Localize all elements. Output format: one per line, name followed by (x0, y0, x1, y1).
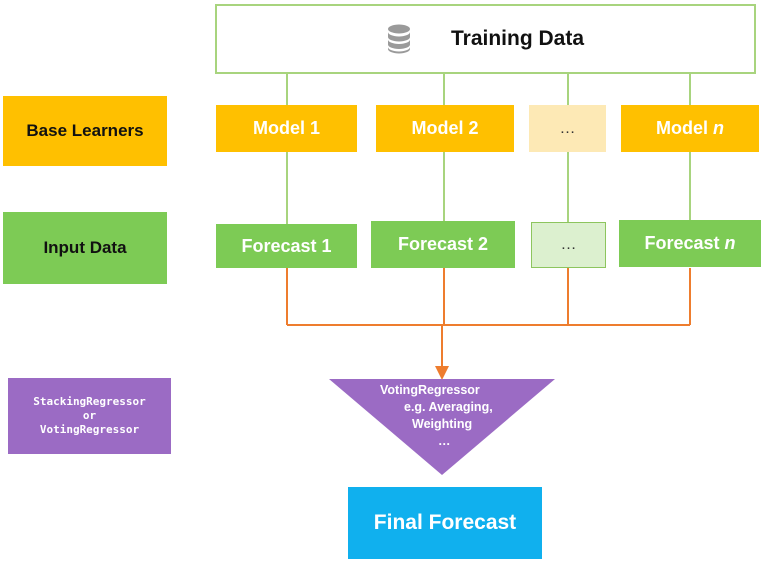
forecast-n-box: Forecast n (619, 220, 761, 267)
final-forecast-label: Final Forecast (373, 511, 517, 534)
base-learners-label: Base Learners (26, 121, 144, 140)
forecast-2-box: Forecast 2 (371, 221, 515, 268)
model-2-name: Model (411, 118, 464, 138)
input-data-label: Input Data (43, 238, 127, 257)
meta-label-line-1: StackingRegressor (33, 395, 146, 408)
model-n-box: Model n (621, 105, 759, 152)
model-1-box: Model 1 (216, 105, 357, 152)
model-1-name: Model (252, 118, 305, 138)
model-ellipsis-box: … (529, 105, 606, 152)
voting-text: VotingRegressor e.g. Averaging, Weightin… (372, 382, 522, 450)
training-data-label: Training Data (450, 27, 585, 50)
model-ellipsis-label: … (559, 119, 576, 137)
meta-label-line-3: VotingRegressor (39, 423, 140, 436)
voting-line-3: Weighting (412, 417, 473, 431)
forecast-1-name: Forecast (241, 235, 317, 256)
merge-arrowhead (435, 366, 449, 380)
voting-triangle (329, 379, 555, 475)
forecast-2-index: 2 (478, 234, 489, 254)
input-data-label-box: Input Data (3, 212, 167, 284)
voting-line-1: VotingRegressor (380, 383, 480, 397)
model-1-index: 1 (310, 118, 321, 138)
forecast-ellipsis-label: … (560, 236, 577, 253)
model-2-index: 2 (468, 118, 479, 138)
voting-line-2: e.g. Averaging, (404, 400, 493, 414)
meta-label-line-2: or (82, 409, 97, 422)
model-2-box: Model 2 (376, 105, 514, 152)
database-icon (387, 24, 410, 54)
model-n-name: Model (655, 118, 708, 138)
forecast-2-name: Forecast (397, 234, 473, 254)
model-n-index: n (713, 118, 724, 138)
forecast-n-index: n (724, 233, 736, 253)
voting-line-4: … (438, 434, 451, 448)
forecast-1-index: 1 (321, 235, 332, 256)
base-learners-label-box: Base Learners (3, 96, 167, 166)
meta-learner-label-box: StackingRegressor or VotingRegressor (8, 378, 171, 454)
final-forecast-box: Final Forecast (348, 487, 542, 559)
forecast-ellipsis-box: … (531, 222, 606, 268)
forecast-n-name: Forecast (644, 233, 720, 253)
training-data-box: Training Data (215, 4, 756, 74)
forecast-1-box: Forecast 1 (216, 224, 357, 268)
